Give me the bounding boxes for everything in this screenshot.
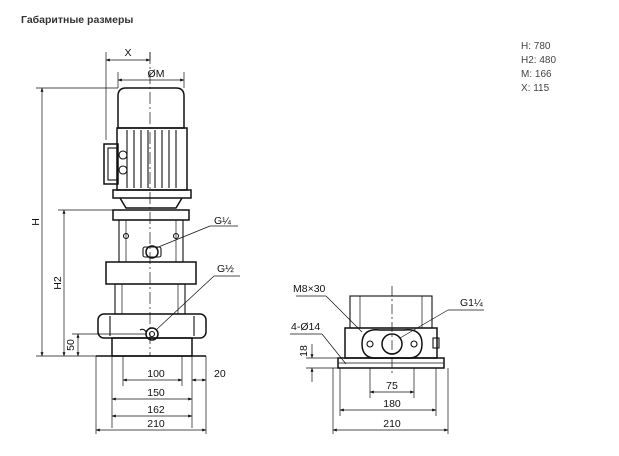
label-holes-4x14: 4-Ø14 (291, 321, 320, 333)
label-port-g114: G1¼ (460, 297, 483, 309)
label-dim-210-front: 210 (147, 418, 165, 430)
terminal-box (103, 143, 119, 185)
label-dim-180: 180 (383, 398, 401, 410)
label-dim-162: 162 (147, 404, 165, 416)
spec-list: H: 780 H2: 480 M: 166 X: 115 (521, 40, 556, 96)
motor-flange (112, 189, 192, 199)
label-h: H (30, 218, 42, 226)
spec-x: X: 115 (521, 83, 550, 94)
label-dim-150: 150 (147, 387, 165, 399)
side-stack (349, 295, 433, 329)
label-dim-210-side: 210 (383, 418, 401, 430)
label-diameter-m: ØM (148, 68, 165, 80)
label-x: X (124, 47, 131, 59)
page-title: Габаритные размеры (21, 14, 134, 26)
label-bolt-m8x30: M8×30 (293, 283, 326, 295)
label-h2: H2 (52, 276, 64, 290)
spec-m: M: 166 (521, 69, 552, 80)
pump-head (112, 209, 190, 221)
label-dim-75: 75 (386, 380, 398, 392)
label-dim-100: 100 (147, 368, 165, 380)
label-dim-18: 18 (298, 345, 310, 357)
port-g14 (145, 245, 159, 259)
label-port-g14: G¼ (214, 215, 231, 227)
label-dim-20: 20 (214, 368, 226, 380)
spec-h: H: 780 (521, 41, 551, 52)
pump-base-chamber (97, 313, 207, 339)
front-view: X ØM H H2 50 G¼ G½ 100 (30, 47, 240, 434)
label-port-g12: G½ (217, 263, 234, 275)
motor-fan-cover (117, 87, 185, 129)
spec-h2: H2: 480 (521, 55, 557, 66)
motor-fins (126, 130, 177, 188)
label-dim-50: 50 (65, 339, 77, 351)
side-view: M8×30 4-Ø14 G1¼ 18 75 180 210 (290, 283, 484, 434)
